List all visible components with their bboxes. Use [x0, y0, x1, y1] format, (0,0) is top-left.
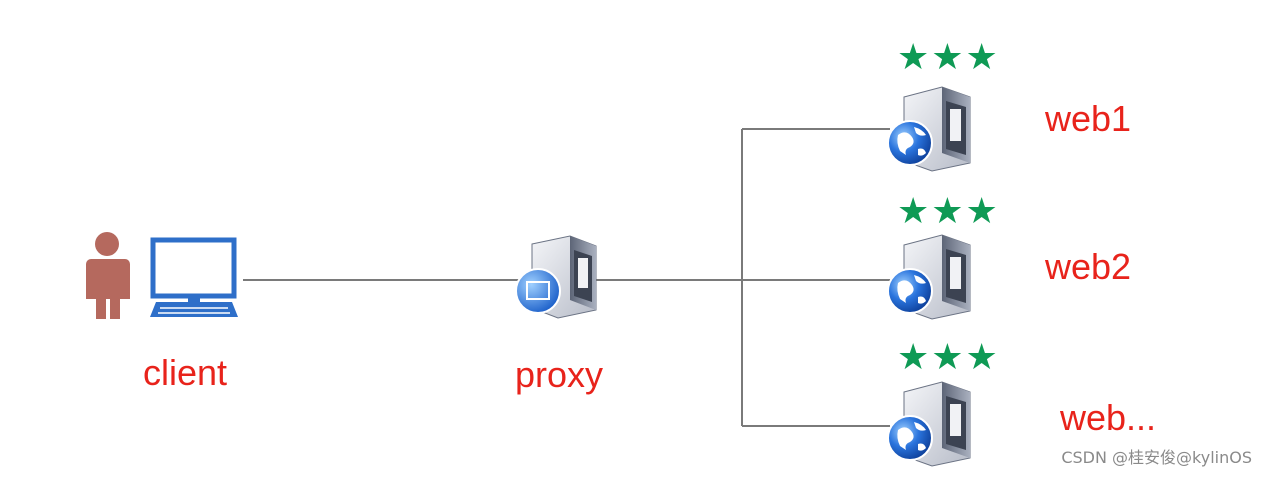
connection-lines	[243, 128, 890, 427]
web1-label: web1	[1045, 98, 1132, 139]
proxy-label: proxy	[515, 354, 604, 395]
web-server-icon	[887, 234, 971, 320]
web-server-icon	[887, 86, 971, 172]
client-label: client	[143, 352, 228, 393]
watermark: CSDN @桂安俊@kylinOS	[1061, 448, 1252, 467]
person-icon	[86, 232, 130, 319]
proxy-server-icon	[515, 235, 597, 319]
web3-label: web...	[1060, 397, 1157, 438]
web2-rating: ★★★	[897, 191, 1000, 232]
web1-rating: ★★★	[897, 37, 1000, 78]
computer-icon	[150, 237, 238, 317]
web2-label: web2	[1045, 246, 1132, 287]
web3-rating: ★★★	[897, 337, 1000, 378]
web-server-icon	[887, 381, 971, 467]
